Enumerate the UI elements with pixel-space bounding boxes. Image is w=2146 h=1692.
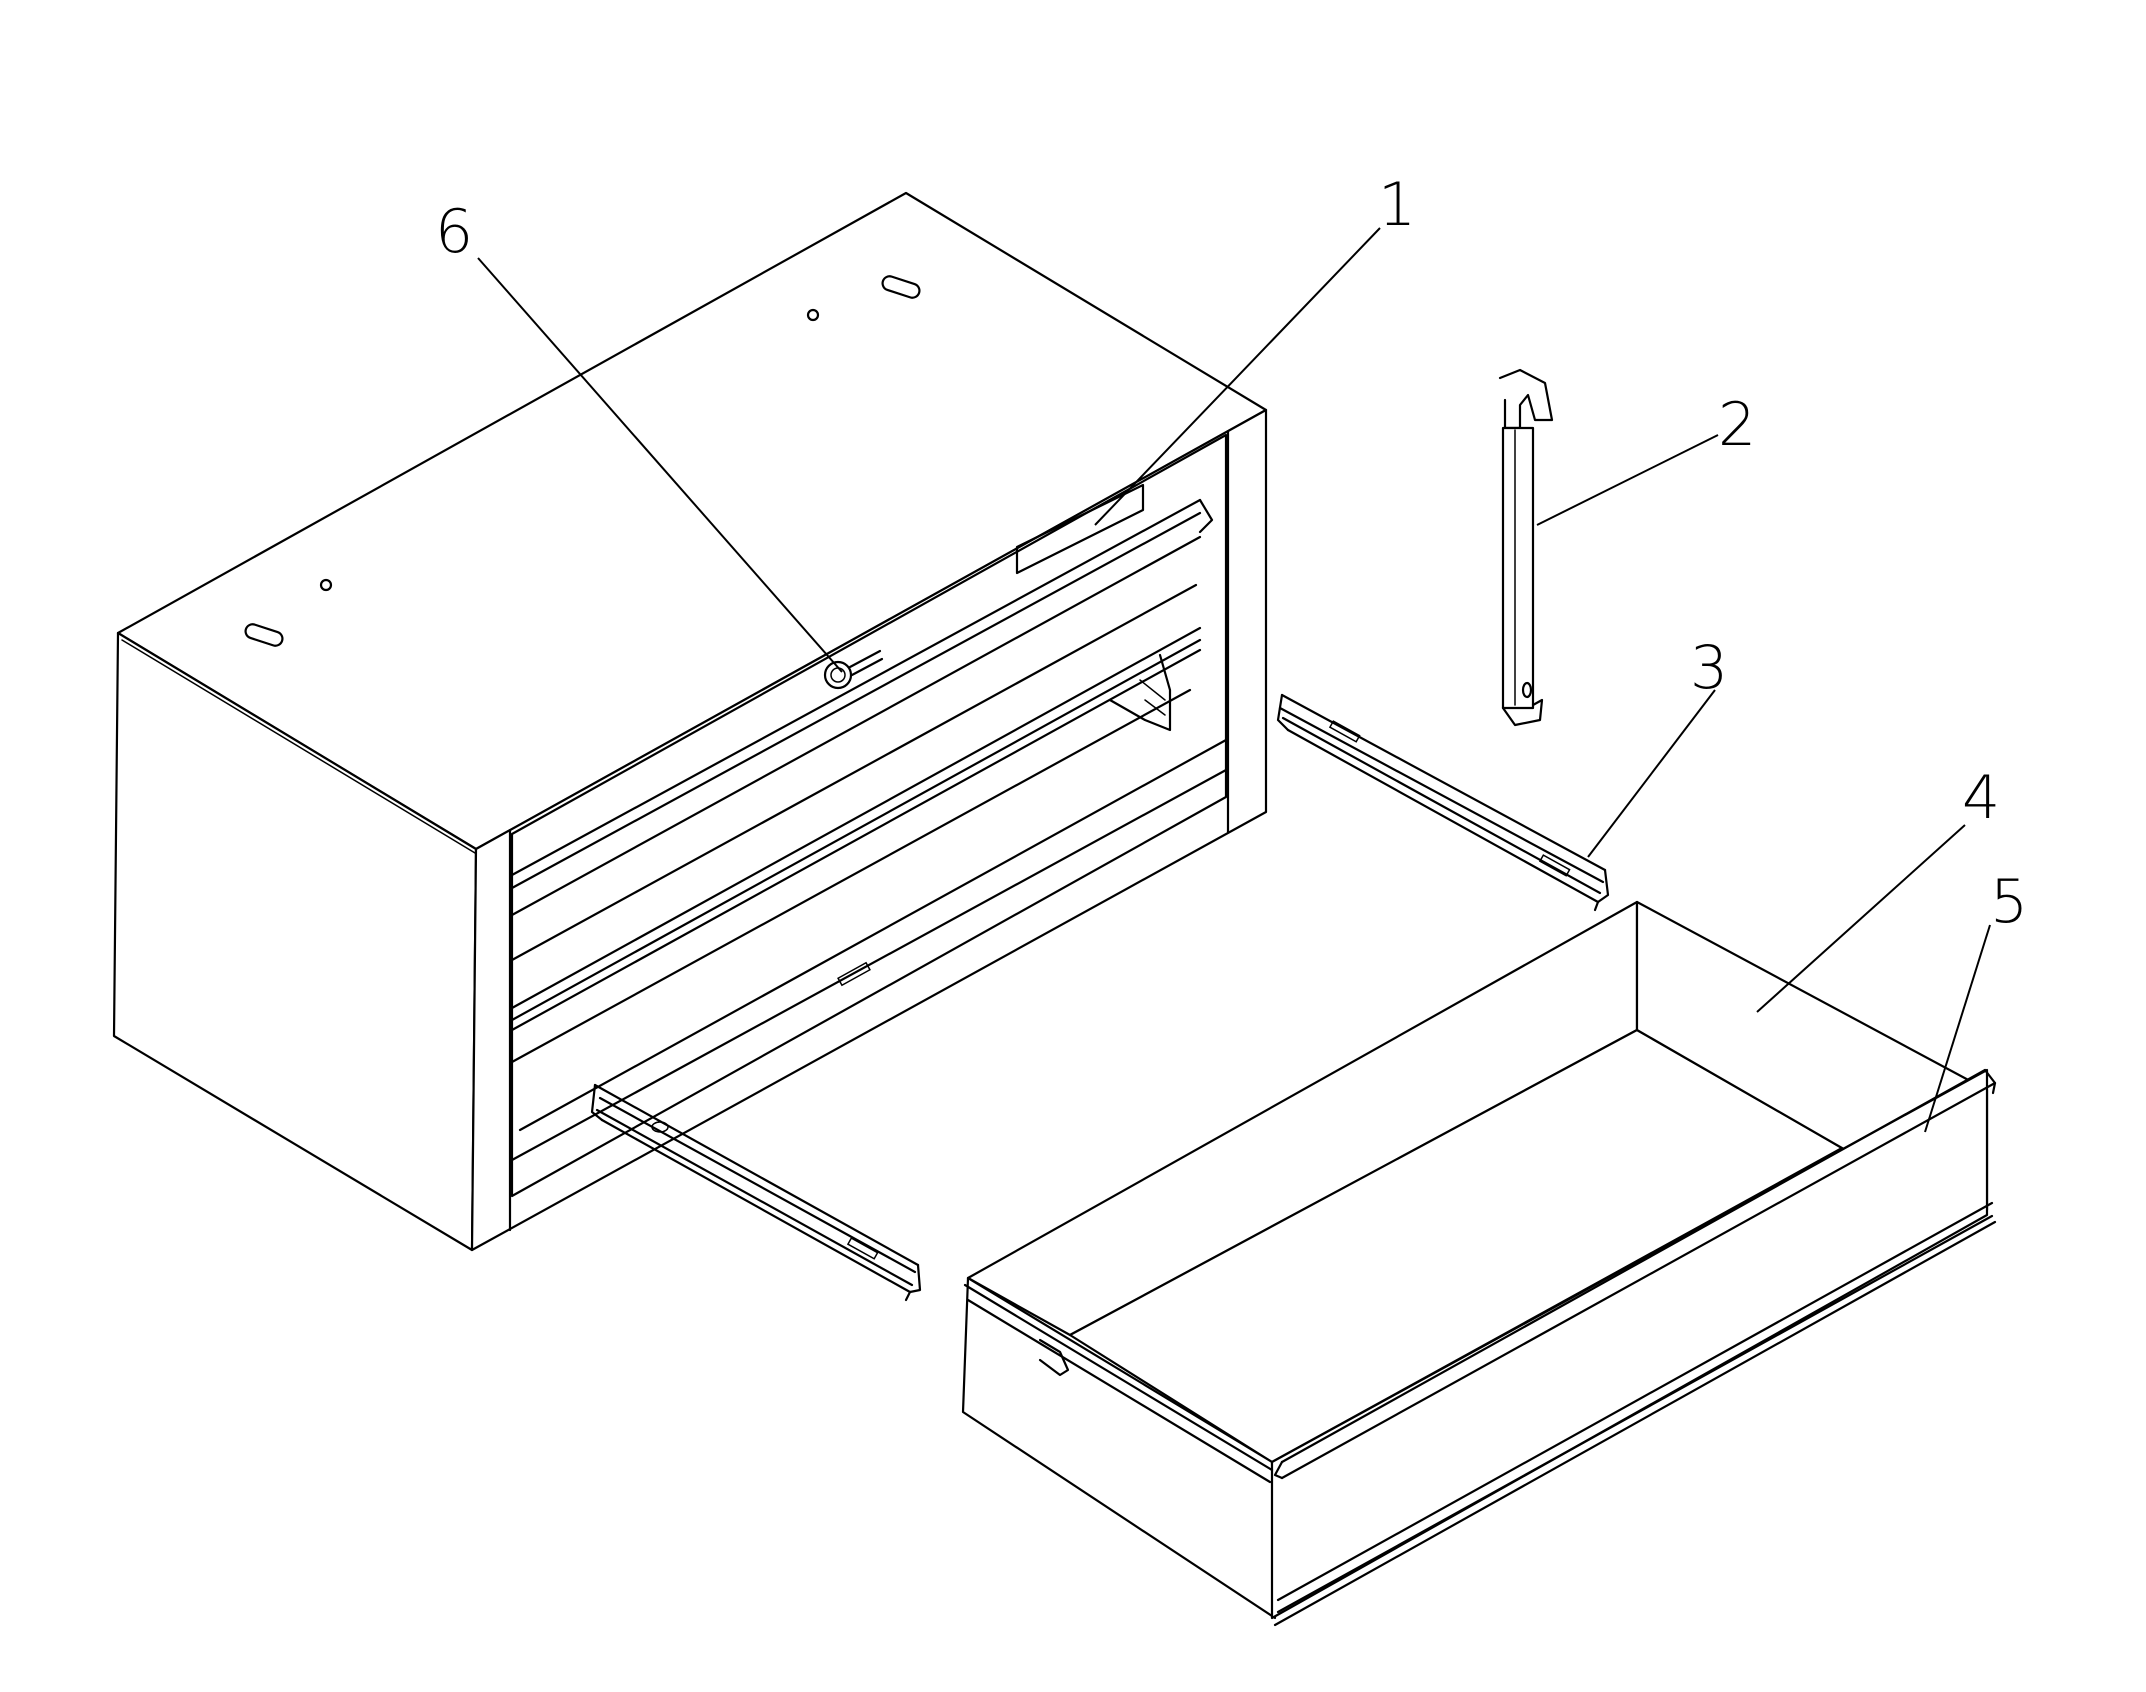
callout-2: 2 [1718,390,1756,460]
callout-6: 6 [435,197,473,267]
leader-5 [1924,924,1991,1133]
leader-lines [477,227,1991,1133]
callout-5: 5 [1990,867,2028,937]
lock [823,649,884,690]
leader-6 [477,257,843,673]
leader-4 [1756,824,1966,1013]
leader-1 [1094,227,1381,526]
callout-4: 4 [1962,763,2000,833]
callout-1: 1 [1378,170,1416,240]
cabinet [112,191,1268,1252]
label-plate [1015,483,1145,575]
cabinet-front-frame [470,408,1268,1252]
cabinet-front-opening [510,433,1228,1198]
callout-3: 3 [1690,633,1728,703]
drawer-handle [963,1068,1997,1627]
bracket [1498,368,1554,727]
leader-3 [1587,689,1716,858]
leader-2 [1536,434,1719,526]
drawer-left-side [961,1276,1277,1620]
callouts: 1 2 3 4 5 6 [435,170,2028,937]
right-drawer-slide [1276,693,1610,912]
left-drawer-slide [590,1083,922,1302]
drawer [961,900,1989,1620]
